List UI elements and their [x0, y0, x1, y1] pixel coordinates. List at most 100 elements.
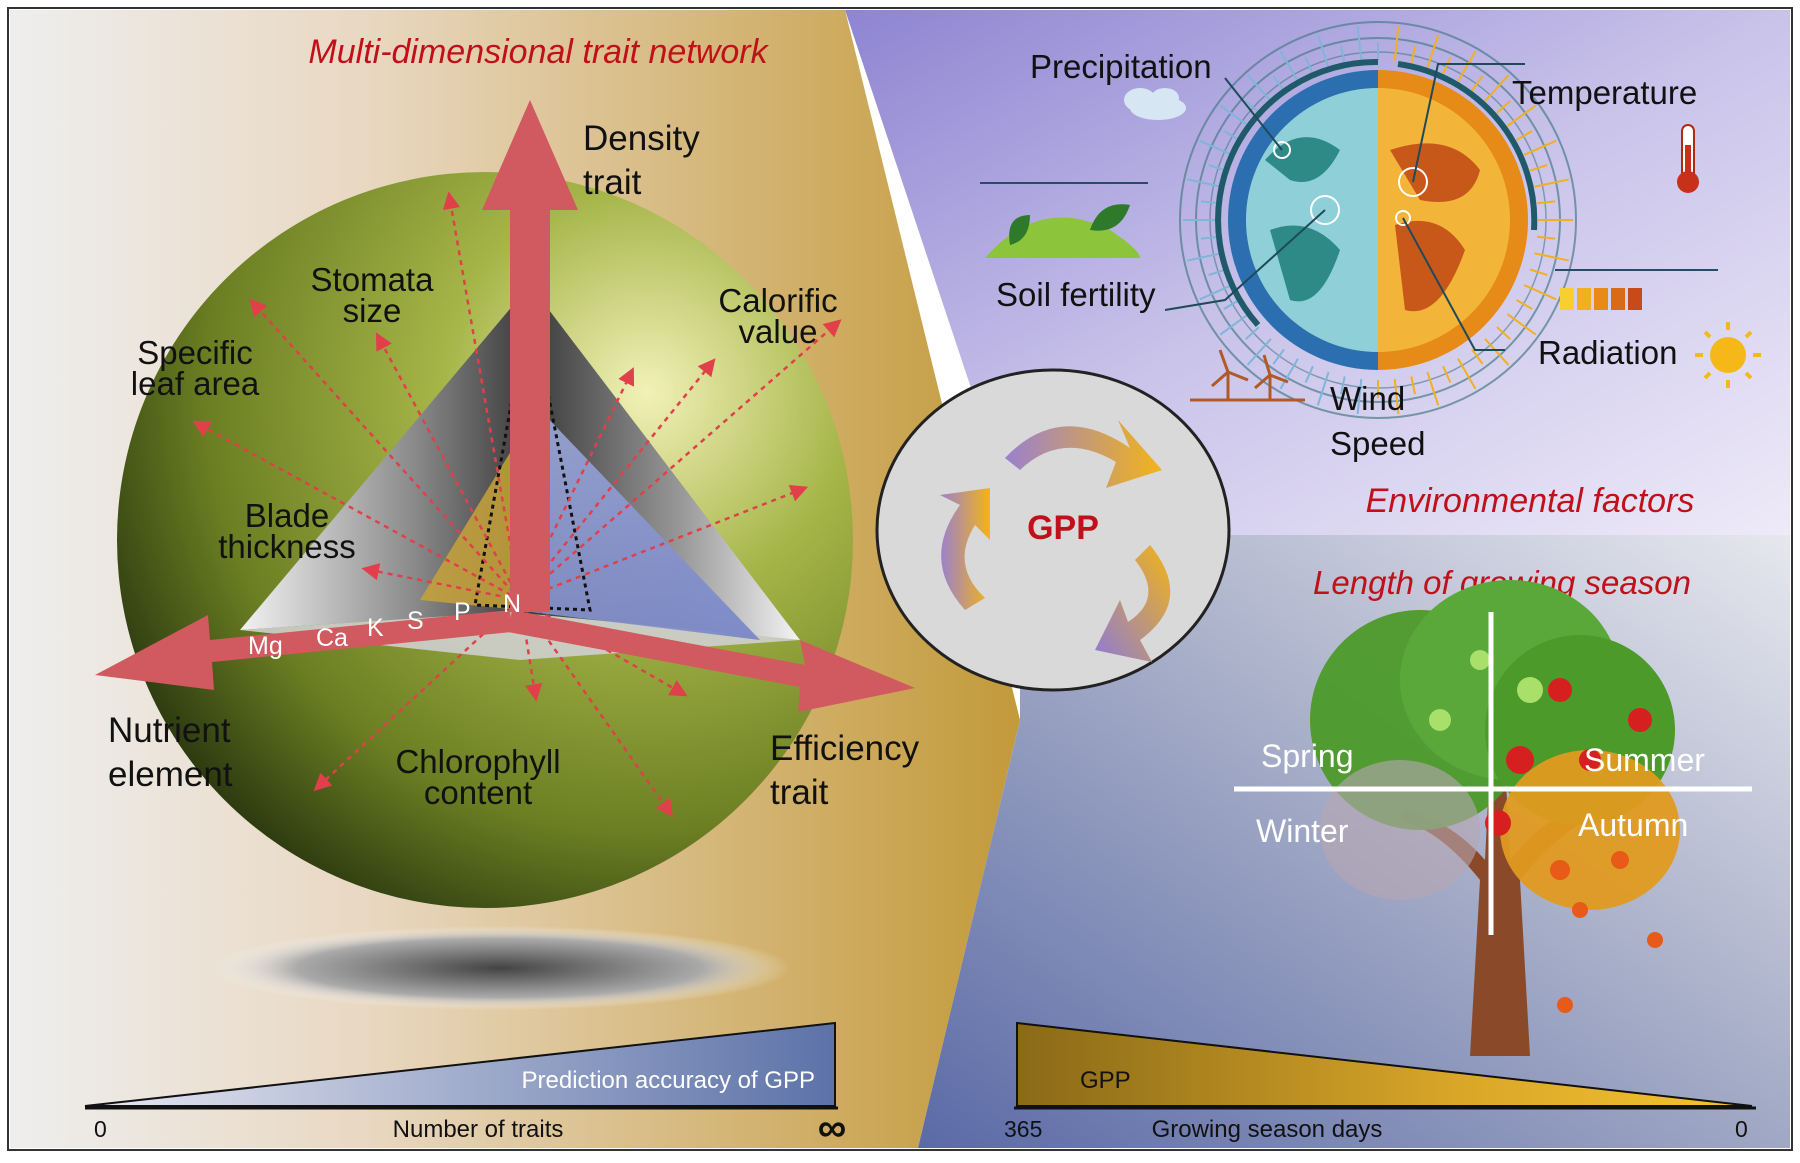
globe-ray: [1516, 299, 1533, 310]
precipitation-label: Precipitation: [1030, 48, 1212, 85]
season-axis-start: 365: [1004, 1116, 1042, 1142]
globe-ray: [1496, 100, 1511, 114]
cycle-arrow-left: [940, 488, 990, 610]
globe-ray: [1506, 313, 1537, 336]
trait-wedge-label: Prediction accuracy of GPP: [522, 1067, 815, 1094]
season-axis-end: 0: [1735, 1116, 1748, 1142]
summer-label: Summer: [1584, 742, 1705, 778]
globe-ray: [1246, 74, 1272, 102]
globe-land-east-1: [1390, 143, 1480, 202]
globe-ray: [1245, 100, 1260, 114]
trait-labels: Stomata size Specific leaf area Calorifi…: [131, 261, 838, 811]
sla-label-line1: Specific: [137, 334, 253, 371]
chlorophyll-label-line2: content: [424, 774, 532, 811]
trait-axis-label: Number of traits: [393, 1116, 564, 1143]
globe-ray: [1316, 34, 1330, 69]
globe-ray: [1484, 74, 1510, 102]
soil-leaf-icon: [985, 204, 1140, 258]
calorific-label-line1: Calorific: [718, 282, 837, 319]
wind-turbine-icon: [1190, 349, 1305, 402]
radiation-scale-icon: [1560, 288, 1642, 310]
wind-label-line1: Wind: [1330, 380, 1405, 417]
globe-ray: [1208, 268, 1227, 276]
trait-network-panel: Multi-dimensional trait network: [84, 33, 920, 1150]
globe-rays: [1183, 25, 1573, 415]
globe-ray: [1245, 326, 1260, 340]
element-mg: Mg: [248, 632, 283, 660]
globe-ray: [1356, 25, 1363, 61]
sla-label-line2: leaf area: [131, 365, 260, 402]
globe-ray: [1304, 56, 1314, 75]
environment-panel: Precipitation Temperature Soil fertility…: [980, 21, 1761, 520]
element-ca: Ca: [316, 624, 348, 652]
wind-label-line2: Speed: [1330, 425, 1425, 462]
globe-ray: [1272, 348, 1285, 365]
trait-accuracy-wedge: [84, 1021, 836, 1107]
season-axis-label: Growing season days: [1152, 1116, 1383, 1143]
globe-ray: [1187, 252, 1222, 262]
globe-ray: [1484, 338, 1510, 366]
gpp-season-wedge: [1016, 1021, 1753, 1107]
autumn-label: Autumn: [1578, 807, 1688, 843]
globe-ray: [1534, 252, 1569, 262]
trait-axis-end: ∞: [818, 1106, 847, 1150]
density-label-line2: trait: [583, 163, 642, 202]
globe-ray: [1356, 379, 1363, 415]
chlorophyll-label-line1: Chlorophyll: [395, 743, 560, 780]
sphere-shadow: [210, 926, 790, 1010]
spring-label: Spring: [1261, 738, 1354, 774]
globe-ray: [1272, 75, 1285, 92]
cloud-icon: [1124, 88, 1186, 120]
dotted-trait-outline: [473, 299, 592, 612]
globe-ray: [1219, 313, 1250, 336]
efficiency-label-line1: Efficiency: [770, 729, 920, 768]
globe-ray: [1496, 326, 1511, 340]
season-panel: Length of growing season Spring: [1004, 564, 1756, 1143]
globe-ray: [1199, 284, 1233, 301]
element-p: P: [454, 598, 471, 626]
globe-ray: [1200, 235, 1219, 240]
blade-label-line1: Blade: [245, 497, 329, 534]
globe-ray: [1523, 139, 1557, 156]
globe-ray: [1534, 178, 1569, 188]
globe-ray: [1410, 45, 1416, 64]
globe-ray: [1246, 338, 1272, 366]
globe-ray: [1410, 376, 1416, 395]
globe-ray: [1279, 358, 1299, 390]
globe-ray: [1208, 164, 1227, 172]
season-labels: Spring Summer Winter Autumn: [1256, 738, 1705, 849]
globe-ray: [1304, 365, 1314, 384]
globe-ray: [1471, 348, 1484, 365]
nutrient-label-line1: Nutrient: [108, 711, 231, 750]
globe-ray: [1506, 104, 1537, 127]
globe-ray: [1187, 178, 1222, 188]
leader-lines: [1164, 63, 1525, 351]
globe-ray: [1393, 25, 1400, 61]
nutrient-axis-arrow: [95, 610, 512, 690]
soil-fertility-label: Soil fertility: [996, 276, 1156, 313]
environment-panel-title: Environmental factors: [1366, 482, 1695, 520]
efficiency-label-line2: trait: [770, 773, 829, 812]
density-label-line1: Density: [583, 119, 700, 158]
globe-ray: [1523, 284, 1557, 301]
thermometer-icon: [1677, 124, 1699, 193]
cycle-arrow-right: [1095, 545, 1171, 662]
globe-ray: [1426, 34, 1440, 69]
stomata-label-line2: size: [343, 292, 402, 329]
globe-ray: [1471, 75, 1484, 92]
stomata-label-line1: Stomata: [311, 261, 435, 298]
globe-ray: [1199, 139, 1233, 156]
globe-ray: [1279, 50, 1299, 82]
globe-ray: [1223, 130, 1240, 141]
globe-ray: [1223, 299, 1240, 310]
factor-labels: Precipitation Temperature Soil fertility…: [996, 48, 1697, 462]
globe-ray: [1457, 358, 1477, 390]
globe-ray: [1516, 130, 1533, 141]
trait-axis-start: 0: [94, 1116, 107, 1142]
gpp-center-label: GPP: [1027, 509, 1099, 547]
globe-arc-left: [1215, 58, 1379, 327]
blade-label-line2: thickness: [218, 528, 356, 565]
axis-labels: Density trait Nutrient element Efficienc…: [108, 119, 920, 812]
globe-ray: [1457, 50, 1477, 82]
